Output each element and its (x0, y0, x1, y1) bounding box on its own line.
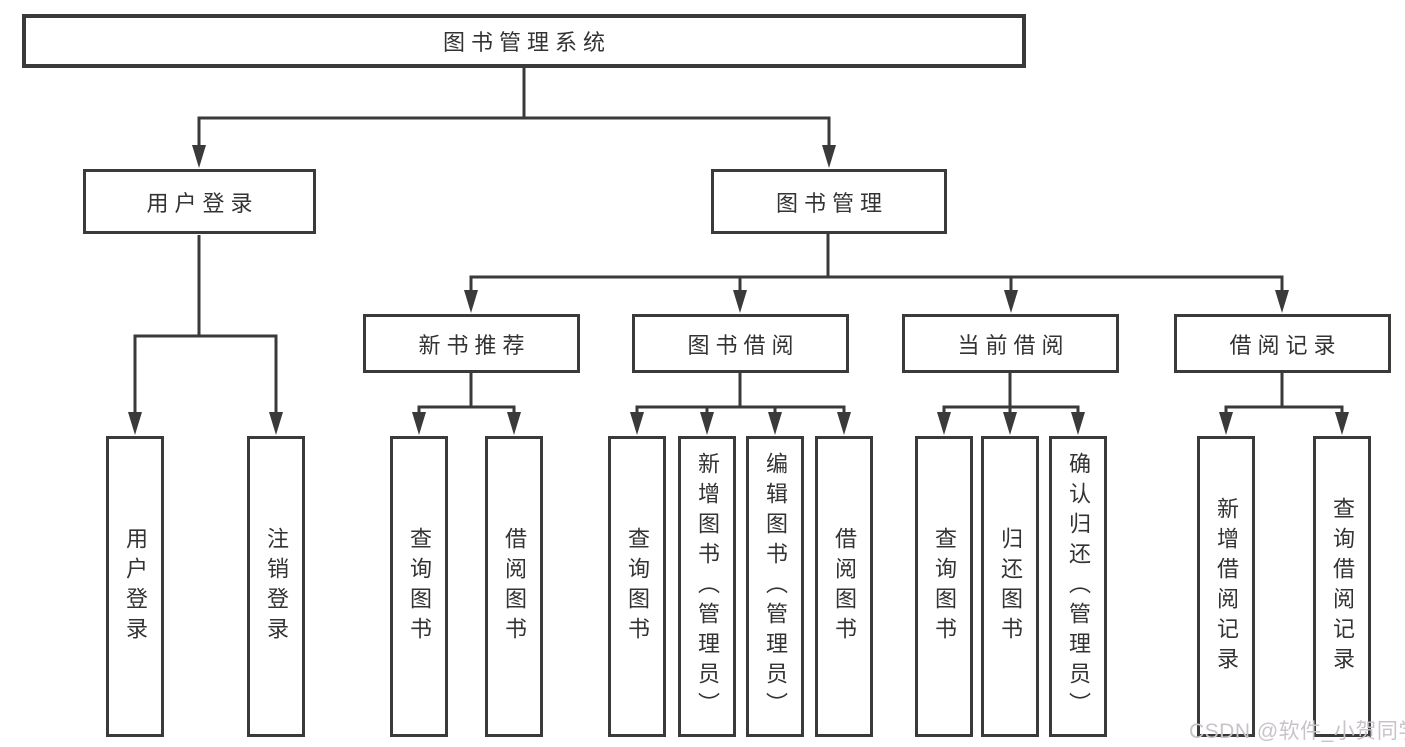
leaf-label: 注销登录 (264, 526, 289, 647)
connector-paths (133, 68, 1344, 413)
node-book-borrowing: 图书借阅 (632, 314, 849, 373)
leaf-label: 新增借阅记录 (1214, 496, 1239, 677)
node-borrowing-records: 借阅记录 (1174, 314, 1391, 373)
leaf-query-books-3: 查询图书 (915, 436, 973, 737)
leaf-borrow-books: 借阅图书 (485, 436, 543, 737)
node-library-management-system: 图书管理系统 (22, 14, 1026, 68)
leaf-user-login: 用户登录 (106, 436, 164, 737)
leaf-label: 查询图书 (407, 526, 432, 647)
leaf-borrow-books-2: 借阅图书 (815, 436, 873, 737)
watermark-text: CSDN @软件_小贺同学 (1189, 720, 1405, 743)
leaf-query-books: 查询图书 (390, 436, 448, 737)
leaf-label: 编辑图书（管理员） (763, 451, 788, 722)
leaf-query-borrow-record: 查询借阅记录 (1313, 436, 1371, 737)
leaf-query-books-2: 查询图书 (608, 436, 666, 737)
leaf-label: 查询借阅记录 (1330, 496, 1355, 677)
leaf-add-books-admin: 新增图书（管理员） (678, 436, 736, 737)
node-user-login: 用户登录 (83, 169, 316, 234)
node-new-book-recommendation: 新书推荐 (363, 314, 580, 373)
leaf-label: 用户登录 (123, 526, 148, 647)
arrowhead-icons (128, 145, 1349, 435)
leaf-label: 借阅图书 (502, 526, 527, 647)
leaf-label: 新增图书（管理员） (695, 451, 720, 722)
leaf-label: 借阅图书 (832, 526, 857, 647)
leaf-logout: 注销登录 (247, 436, 305, 737)
leaf-label: 归还图书 (998, 526, 1023, 647)
leaf-add-borrow-record: 新增借阅记录 (1197, 436, 1255, 737)
leaf-confirm-return-admin: 确认归还（管理员） (1049, 436, 1107, 737)
node-current-borrowing: 当前借阅 (902, 314, 1119, 373)
leaf-label: 查询图书 (932, 526, 957, 647)
leaf-edit-books-admin: 编辑图书（管理员） (746, 436, 804, 737)
leaf-label: 查询图书 (625, 526, 650, 647)
leaf-label: 确认归还（管理员） (1066, 451, 1091, 722)
leaf-return-books: 归还图书 (981, 436, 1039, 737)
node-book-management: 图书管理 (711, 169, 947, 234)
